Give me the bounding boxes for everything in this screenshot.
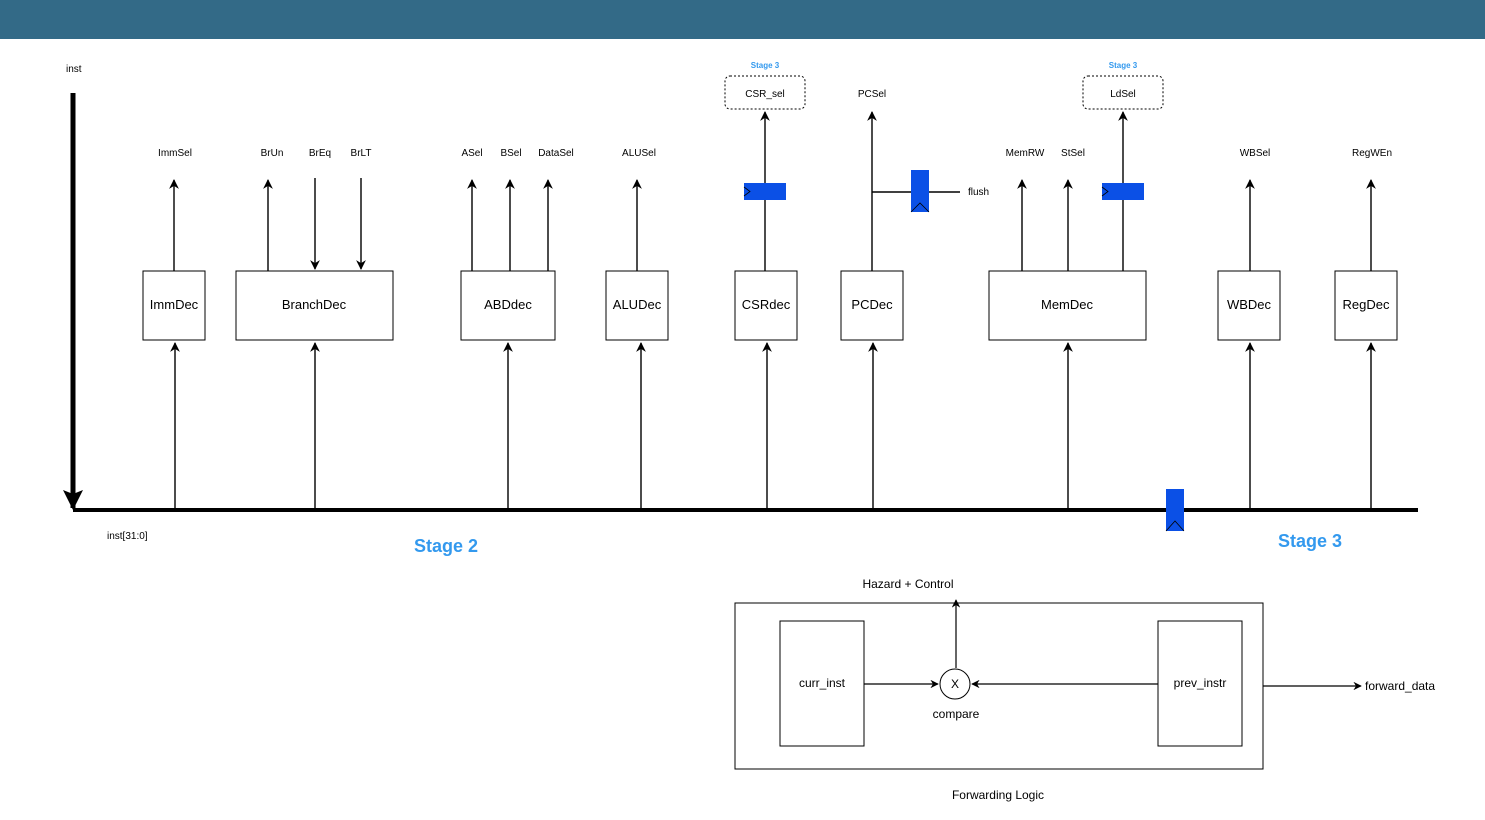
ldsel-label: LdSel bbox=[1110, 89, 1136, 100]
aludec-block bbox=[605, 270, 669, 341]
immdec-label: ImmDec bbox=[150, 297, 199, 312]
bsel-label: BSel bbox=[500, 148, 521, 159]
inst-bus-label: inst[31:0] bbox=[107, 531, 148, 542]
memdec-label: MemDec bbox=[1041, 297, 1094, 312]
ldsel-box bbox=[1082, 75, 1164, 110]
regwen-label: RegWEn bbox=[1352, 148, 1392, 159]
flush-label: flush bbox=[968, 187, 989, 198]
pcdec-label: PCDec bbox=[851, 297, 893, 312]
csrdec-block bbox=[734, 270, 798, 341]
prev-instr-block bbox=[1157, 620, 1243, 747]
forward-data-label: forward_data bbox=[1365, 679, 1435, 693]
asel-label: ASel bbox=[461, 148, 482, 159]
wbdec-block bbox=[1217, 270, 1281, 341]
compare-node bbox=[939, 668, 971, 700]
breq-label: BrEq bbox=[309, 148, 331, 159]
ldsel-register bbox=[1102, 183, 1144, 200]
stage-2-label: Stage 2 bbox=[414, 536, 478, 556]
header-bar bbox=[0, 0, 1485, 39]
csr-sel-register bbox=[744, 183, 786, 200]
csr-sel-label: CSR_sel bbox=[745, 89, 784, 100]
inst-label: inst bbox=[66, 64, 82, 75]
curr-inst-block bbox=[779, 620, 865, 747]
abdec-block bbox=[460, 270, 556, 341]
regdec-label: RegDec bbox=[1343, 297, 1390, 312]
compare-label: compare bbox=[933, 707, 980, 721]
memrw-label: MemRW bbox=[1006, 148, 1045, 159]
stage-3-bus-register bbox=[1166, 489, 1184, 531]
pcsel-label: PCSel bbox=[858, 89, 886, 100]
csrdec-label: CSRdec bbox=[742, 297, 791, 312]
brun-label: BrUn bbox=[261, 148, 284, 159]
stage-3-label: Stage 3 bbox=[1278, 531, 1342, 551]
branchdec-block bbox=[235, 270, 394, 341]
pcdec-block bbox=[840, 270, 904, 341]
flush-register bbox=[911, 170, 929, 212]
aludec-label: ALUDec bbox=[613, 297, 662, 312]
wbsel-label: WBSel bbox=[1240, 148, 1271, 159]
brlt-label: BrLT bbox=[351, 148, 372, 159]
forwarding-logic-caption: Forwarding Logic bbox=[952, 788, 1044, 802]
csr-stage-tag: Stage 3 bbox=[751, 61, 780, 70]
wbdec-label: WBDec bbox=[1227, 297, 1272, 312]
stsel-label: StSel bbox=[1061, 148, 1085, 159]
abdec-label: ABDdec bbox=[484, 297, 532, 312]
branchdec-label: BranchDec bbox=[282, 297, 347, 312]
regdec-block bbox=[1334, 270, 1398, 341]
immdec-block bbox=[142, 270, 206, 341]
prev-instr-label: prev_instr bbox=[1174, 676, 1227, 690]
memdec-block bbox=[988, 270, 1147, 341]
alusel-label: ALUSel bbox=[622, 148, 656, 159]
datasel-label: DataSel bbox=[538, 148, 574, 159]
curr-inst-label: curr_inst bbox=[799, 676, 846, 690]
hazard-control-label: Hazard + Control bbox=[862, 577, 953, 591]
immsel-label: ImmSel bbox=[158, 148, 192, 159]
ld-stage-tag: Stage 3 bbox=[1109, 61, 1138, 70]
csr-sel-box bbox=[724, 75, 806, 110]
compare-symbol: X bbox=[951, 677, 959, 691]
